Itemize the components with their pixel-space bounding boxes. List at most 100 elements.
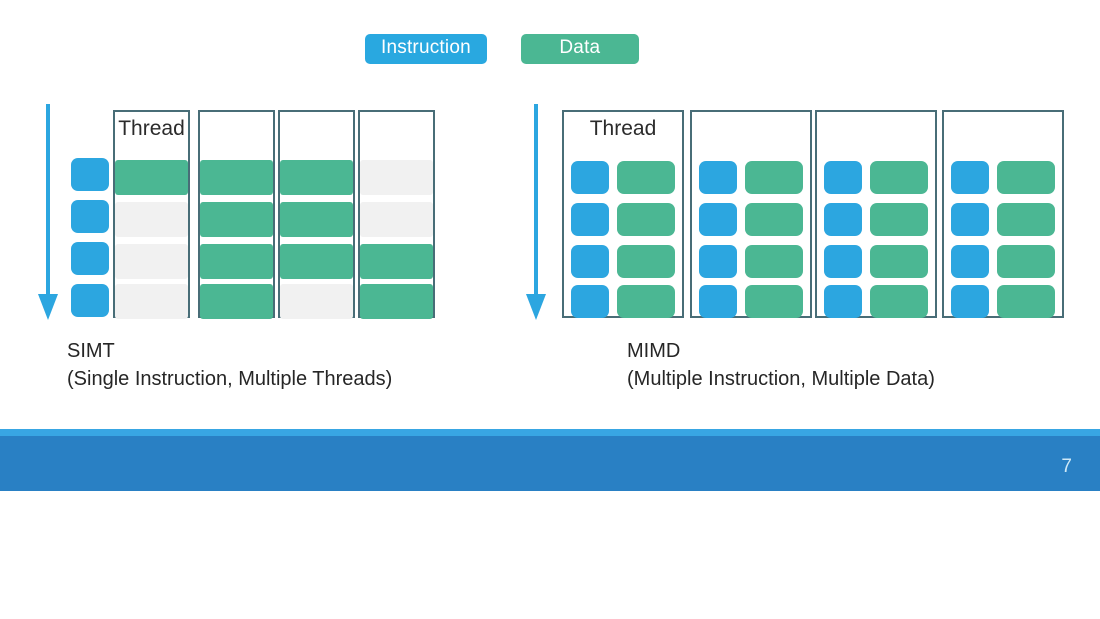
simt-row — [115, 284, 188, 319]
data-bar-active — [200, 244, 273, 279]
arrow-head-icon — [526, 294, 546, 320]
simt-row — [115, 202, 188, 237]
data-bar-active — [115, 160, 188, 195]
data-bar-active — [360, 244, 433, 279]
simt-row — [115, 160, 188, 195]
arrow-shaft-icon — [46, 104, 50, 296]
instruction-box — [699, 161, 737, 194]
simt-row-stack-1 — [115, 112, 188, 319]
footer-bar: 7 — [0, 429, 1100, 491]
data-bar-active — [997, 245, 1055, 278]
simt-acronym: SIMT — [67, 340, 115, 362]
data-bar-active — [360, 284, 433, 319]
data-bar-active — [617, 203, 675, 236]
mimd-cell — [692, 245, 810, 278]
time-arrow-mimd — [524, 104, 548, 322]
data-bar-inactive — [115, 202, 188, 237]
simt-row — [200, 160, 273, 195]
mimd-row — [944, 244, 1062, 279]
data-bar-active — [745, 245, 803, 278]
instruction-box — [71, 284, 109, 317]
data-bar-active — [745, 285, 803, 318]
simt-row-stack-3 — [280, 112, 353, 319]
mimd-row-stack-4 — [944, 112, 1062, 319]
arrow-shaft-icon — [534, 104, 538, 296]
data-bar-inactive — [360, 160, 433, 195]
legend-chip-instruction: Instruction — [365, 34, 487, 64]
mimd-row — [692, 284, 810, 319]
mimd-cell — [692, 203, 810, 236]
data-bar-active — [870, 161, 928, 194]
mimd-thread-column-1: Thread — [562, 110, 684, 318]
instruction-box — [571, 203, 609, 236]
data-bar-active — [870, 203, 928, 236]
mimd-thread-column-2 — [690, 110, 812, 318]
mimd-row — [692, 202, 810, 237]
caption-simt: SIMT (Single Instruction, Multiple Threa… — [67, 337, 392, 394]
mimd-row-stack-1 — [564, 112, 682, 319]
mimd-cell — [817, 285, 935, 318]
mimd-acronym: MIMD — [627, 340, 681, 362]
instruction-box — [824, 285, 862, 318]
mimd-cell — [944, 203, 1062, 236]
mimd-row — [944, 284, 1062, 319]
mimd-row — [944, 202, 1062, 237]
mimd-cell — [944, 285, 1062, 318]
data-bar-active — [280, 160, 353, 195]
simt-thread-column-2 — [198, 110, 275, 319]
mimd-column-title: Thread — [589, 117, 657, 140]
mimd-row — [944, 160, 1062, 195]
data-bar-inactive — [115, 284, 188, 319]
mimd-row — [564, 202, 682, 237]
mimd-row-stack-2 — [692, 112, 810, 319]
arrow-head-icon — [38, 294, 58, 320]
simt-row — [280, 244, 353, 279]
data-bar-active — [997, 203, 1055, 236]
simt-column-title: Thread — [118, 117, 185, 140]
data-bar-active — [200, 284, 273, 319]
mimd-row — [817, 202, 935, 237]
caption-mimd: MIMD (Multiple Instruction, Multiple Dat… — [627, 337, 935, 394]
instruction-box — [951, 245, 989, 278]
instruction-box — [699, 203, 737, 236]
simt-row — [360, 244, 433, 279]
time-arrow-simt — [36, 104, 60, 322]
instruction-box — [951, 161, 989, 194]
mimd-cell — [817, 203, 935, 236]
legend-label-instruction: Instruction — [381, 37, 471, 58]
mimd-cell — [692, 161, 810, 194]
simt-row-stack-2 — [200, 112, 273, 319]
instruction-box — [951, 285, 989, 318]
simt-expansion: (Single Instruction, Multiple Threads) — [67, 368, 393, 391]
mimd-cell — [817, 245, 935, 278]
mimd-row — [564, 284, 682, 319]
simt-row — [360, 284, 433, 319]
instruction-box — [699, 285, 737, 318]
simt-row — [360, 160, 433, 195]
page-number: 7 — [1061, 456, 1072, 477]
data-bar-active — [200, 202, 273, 237]
mimd-cell — [817, 161, 935, 194]
data-bar-active — [617, 161, 675, 194]
mimd-row — [564, 244, 682, 279]
instruction-box — [824, 161, 862, 194]
mimd-row — [817, 284, 935, 319]
mimd-expansion: (Multiple Instruction, Multiple Data) — [627, 368, 935, 391]
mimd-row — [564, 160, 682, 195]
mimd-cell — [564, 285, 682, 318]
mimd-thread-column-3 — [815, 110, 937, 318]
mimd-cell — [564, 161, 682, 194]
mimd-cell — [564, 245, 682, 278]
simt-row — [200, 284, 273, 319]
mimd-row — [692, 160, 810, 195]
instruction-box — [824, 245, 862, 278]
instruction-box — [571, 285, 609, 318]
legend: Instruction Data — [365, 34, 639, 64]
data-bar-active — [745, 161, 803, 194]
legend-chip-data: Data — [520, 34, 639, 64]
simt-thread-column-1: Thread — [113, 110, 190, 319]
data-bar-inactive — [280, 284, 353, 319]
simt-row — [360, 202, 433, 237]
mimd-cell — [944, 161, 1062, 194]
